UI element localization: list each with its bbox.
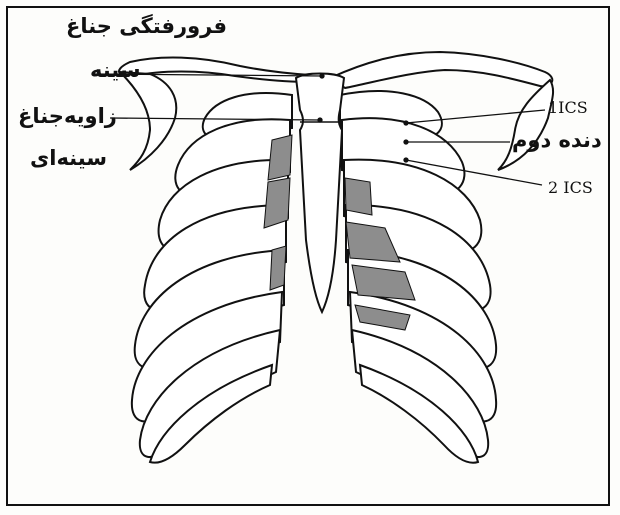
label-second-intercostal-space: 2 ICS bbox=[548, 178, 593, 197]
label-first-intercostal-space: 1ICS bbox=[548, 98, 588, 117]
right-clavicle bbox=[330, 52, 552, 88]
label-suprasternal-notch-line1: فرورفتگی جناغ bbox=[66, 14, 227, 38]
sternum bbox=[296, 74, 344, 313]
label-sternal-angle-line1: زاویه‌جناغ bbox=[18, 104, 117, 128]
left-shoulder bbox=[120, 72, 176, 170]
label-second-rib: دنده دوم bbox=[512, 128, 602, 152]
label-suprasternal-notch-line2: سینه bbox=[90, 58, 141, 82]
label-sternal-angle-line2: سینه‌ای bbox=[30, 146, 107, 170]
right-shoulder bbox=[498, 80, 553, 170]
